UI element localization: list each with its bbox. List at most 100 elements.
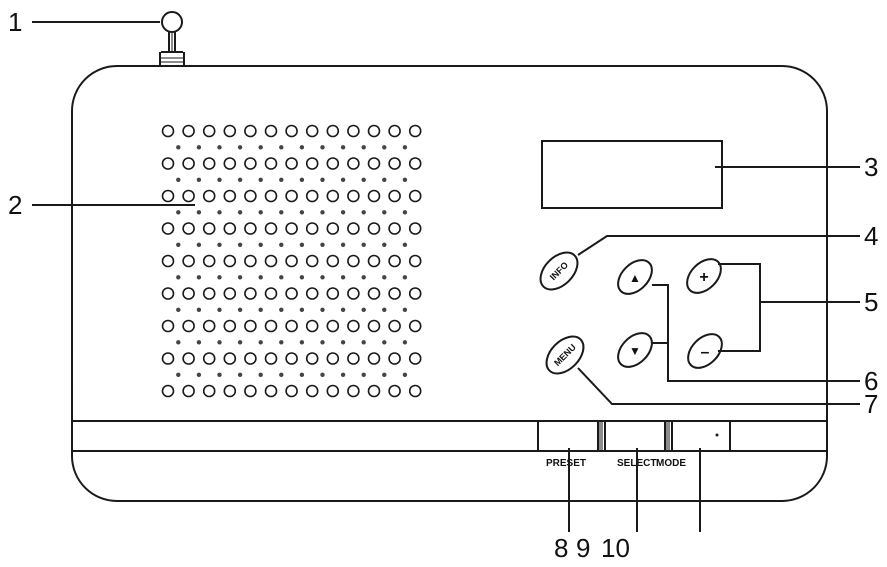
grille-hole [305, 254, 319, 268]
down-button[interactable]: ▼ [612, 327, 659, 374]
grille-hole [223, 157, 237, 170]
callout-8: 8 [554, 533, 568, 562]
grille-hole [182, 189, 195, 203]
grille-dot [340, 307, 346, 312]
grille-hole [264, 287, 278, 300]
grille-hole [305, 189, 319, 203]
grille-dot [402, 340, 408, 345]
callout-4: 4 [864, 221, 878, 251]
grille-hole [305, 319, 319, 333]
leader-line-4 [577, 235, 860, 256]
grille-dot [299, 307, 305, 312]
grille-hole [202, 352, 216, 365]
grille-dot [382, 177, 387, 182]
grille-hole [182, 319, 195, 333]
grille-hole [388, 287, 401, 300]
grille-hole [347, 124, 360, 138]
grille-dot [196, 372, 202, 377]
up-button[interactable]: ▲ [612, 254, 659, 301]
grille-hole [202, 319, 216, 333]
grille-hole [182, 222, 195, 235]
grille-dot [299, 177, 305, 182]
callout-5: 5 [864, 287, 878, 317]
grille-dot [382, 275, 387, 280]
grille-hole [285, 384, 298, 398]
grille-dot [237, 372, 243, 377]
speaker-grille [161, 124, 422, 398]
grille-hole [202, 157, 216, 170]
grille-dot [361, 177, 366, 182]
grille-dot [217, 210, 222, 215]
grille-hole [408, 254, 422, 268]
grille-hole [161, 287, 175, 300]
antenna [159, 11, 185, 66]
grille-dot [320, 372, 325, 377]
grille-dot [320, 242, 325, 247]
grille-hole [182, 287, 195, 300]
grille-dot [340, 242, 346, 247]
grille-hole [202, 124, 216, 138]
up-arrow-icon: ▲ [629, 271, 641, 285]
callout-7: 7 [864, 389, 878, 419]
grille-dot [382, 372, 387, 377]
menu-button[interactable]: MENU [540, 330, 591, 381]
grille-hole [285, 319, 298, 333]
grille-dot [279, 340, 284, 345]
grille-dot [361, 340, 366, 345]
grille-dot [299, 340, 305, 345]
preset-button[interactable] [537, 420, 599, 452]
grille-dot [402, 307, 408, 312]
grille-hole [388, 319, 401, 333]
mode-label: MODE [656, 458, 686, 469]
grille-dot [217, 177, 222, 182]
minus-button[interactable]: – [682, 328, 729, 375]
grille-dot [258, 242, 263, 247]
info-button[interactable]: INFO [534, 246, 585, 297]
grille-dot [299, 242, 305, 247]
grille-hole [347, 189, 360, 203]
grille-dot [361, 372, 366, 377]
grille-dot [320, 145, 325, 150]
grille-hole [264, 124, 278, 138]
preset-label: PRESET [546, 458, 586, 469]
grille-hole [388, 352, 401, 365]
leader-line-6 [652, 284, 860, 382]
grille-dot [237, 275, 243, 280]
grille-hole [347, 287, 360, 300]
select-button[interactable] [604, 420, 666, 452]
grille-hole [285, 157, 298, 170]
grille-hole [347, 254, 360, 268]
grille-hole [326, 189, 340, 203]
grille-dot [237, 145, 243, 150]
grille-dot [279, 275, 284, 280]
grille-dot [279, 145, 284, 150]
grille-dot [217, 307, 222, 312]
grille-hole [326, 124, 340, 138]
grille-hole [347, 222, 360, 235]
grille-hole [388, 384, 401, 398]
grille-hole [326, 384, 340, 398]
grille-dot [258, 177, 263, 182]
leader-line-5 [718, 263, 761, 352]
grille-dot [361, 145, 366, 150]
grille-dot [299, 210, 305, 215]
grille-dot [176, 210, 181, 215]
grille-dot [340, 145, 346, 150]
grille-dot [279, 177, 284, 182]
grille-dot [340, 275, 346, 280]
grille-hole [223, 254, 237, 268]
grille-dot [237, 340, 243, 345]
callout-2: 2 [8, 190, 22, 220]
plus-button[interactable]: + [681, 253, 728, 300]
grille-hole [408, 352, 422, 365]
grille-dot [402, 145, 408, 150]
grille-dot [382, 340, 387, 345]
grille-dot [237, 177, 243, 182]
mode-button[interactable] [671, 420, 731, 452]
grille-dot [196, 177, 202, 182]
grille-hole [223, 384, 237, 398]
grille-hole [408, 287, 422, 300]
grille-dot [196, 242, 202, 247]
grille-dot [196, 340, 202, 345]
grille-dot [176, 242, 181, 247]
